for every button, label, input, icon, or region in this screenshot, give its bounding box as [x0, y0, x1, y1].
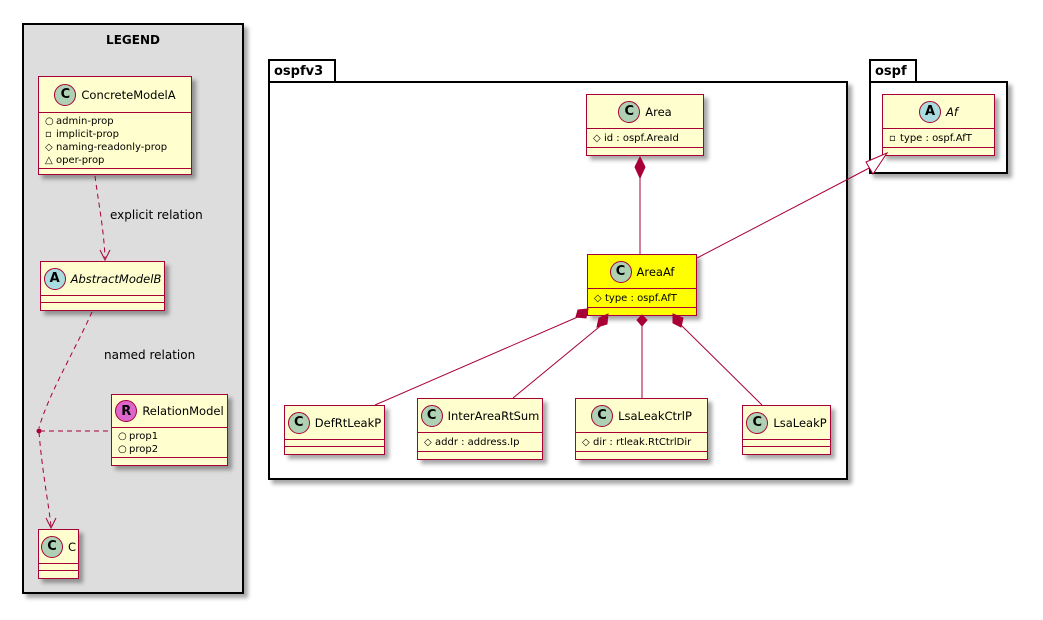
association-point-icon: [36, 428, 42, 434]
composition-diamond-icon: [596, 313, 609, 328]
class-relation-model[interactable]: R RelationModel ○prop1 ○prop2: [111, 394, 228, 466]
composition-edge-defrt: [374, 315, 581, 406]
class-stereotype-icon: C: [591, 404, 614, 427]
public-visibility-icon: ○: [45, 116, 54, 127]
composition-diamond-icon: [575, 308, 589, 319]
class-stereotype-icon: C: [618, 100, 641, 123]
class-attribute: implicit-prop: [56, 129, 119, 140]
class-lsa-leak-p[interactable]: C LsaLeakP: [742, 405, 831, 455]
public-visibility-icon: ○: [118, 431, 127, 442]
class-name: LsaLeakP: [773, 415, 827, 430]
class-attribute: type : ospf.AfT: [900, 133, 972, 144]
class-def-rt-leak-p[interactable]: C DefRtLeakP: [284, 405, 385, 455]
class-attribute: admin-prop: [56, 116, 114, 127]
class-area[interactable]: C Area ◇id : ospf.AreaId: [586, 94, 704, 156]
class-stereotype-icon: C: [287, 411, 310, 434]
composition-edge-interarea: [512, 322, 605, 399]
class-name: RelationModel: [142, 404, 224, 418]
composition-diamond-icon: [636, 314, 648, 327]
class-attribute: addr : address.Ip: [435, 437, 520, 448]
named-relation-label: named relation: [104, 348, 196, 362]
class-name: C: [67, 539, 77, 554]
class-af[interactable]: A Af ▫ type : ospf.AfT: [882, 94, 995, 156]
protected-visibility-icon: ◇: [424, 437, 432, 448]
class-stereotype-icon: C: [40, 535, 63, 558]
class-name: ConcreteModelA: [81, 87, 176, 102]
explicit-relation-edge: [94, 175, 106, 259]
class-name: AbstractModelB: [70, 271, 162, 286]
class-attribute: oper-prop: [56, 155, 105, 166]
package-visibility-icon: △: [45, 155, 53, 166]
class-lsa-leak-ctrl-p[interactable]: C LsaLeakCtrlP ◇dir : rtleak.RtCtrlDir: [575, 398, 708, 460]
protected-visibility-icon: ◇: [593, 133, 601, 144]
class-name: Area: [645, 104, 672, 119]
class-attribute: type : ospf.AfT: [605, 293, 677, 304]
class-attribute: dir : rtleak.RtCtrlDir: [593, 437, 692, 448]
named-relation-edge: [38, 311, 93, 429]
composition-diamond-icon: [634, 155, 646, 180]
class-name: DefRtLeakP: [314, 415, 382, 430]
explicit-relation-label: explicit relation: [110, 208, 203, 222]
inheritance-edge: [696, 164, 876, 259]
class-stereotype-icon: A: [43, 267, 66, 290]
protected-visibility-icon: ◇: [582, 437, 590, 448]
class-name: AreaAf: [636, 264, 675, 279]
class-stereotype-icon: C: [420, 404, 443, 427]
protected-visibility-icon: ◇: [45, 142, 53, 153]
class-concrete-model-a[interactable]: C ConcreteModelA ○admin-prop ▫ implicit-p…: [38, 76, 192, 175]
protected-visibility-icon: ◇: [594, 293, 602, 304]
named-relation-target-edge: [38, 431, 52, 527]
class-attribute: prop2: [129, 444, 159, 455]
class-attribute: prop1: [129, 431, 159, 442]
class-stereotype-icon: C: [609, 260, 632, 283]
class-inter-area-rt-sum[interactable]: C InterAreaRtSum ◇addr : address.Ip: [417, 398, 543, 460]
arrowhead-icon: [99, 249, 111, 262]
class-abstract-model-b[interactable]: A AbstractModelB: [40, 261, 165, 311]
composition-diamond-icon: [672, 313, 684, 328]
class-stereotype-icon: R: [115, 400, 138, 422]
class-area-af[interactable]: C AreaAf ◇type : ospf.AfT: [587, 254, 697, 316]
inheritance-arrowhead-icon: [865, 151, 889, 175]
class-attribute: naming-readonly-prop: [56, 142, 168, 153]
composition-edge-lsaleak: [678, 322, 763, 406]
class-c[interactable]: C C: [38, 529, 79, 579]
private-visibility-icon: ▫: [45, 129, 52, 140]
public-visibility-icon: ○: [118, 444, 127, 455]
private-visibility-icon: ▫: [889, 133, 896, 144]
class-stereotype-icon: A: [919, 100, 942, 123]
class-name: Af: [946, 104, 958, 119]
package-ospfv3-tab: ospfv3: [268, 59, 336, 82]
class-stereotype-icon: C: [746, 411, 769, 434]
class-name: InterAreaRtSum: [447, 408, 540, 423]
class-stereotype-icon: C: [54, 83, 77, 106]
package-ospf-tab: ospf: [869, 59, 917, 82]
class-name: LsaLeakCtrlP: [618, 408, 692, 423]
class-attribute: id : ospf.AreaId: [604, 133, 679, 144]
legend-title: LEGEND: [106, 33, 160, 47]
arrowhead-icon: [45, 517, 57, 530]
